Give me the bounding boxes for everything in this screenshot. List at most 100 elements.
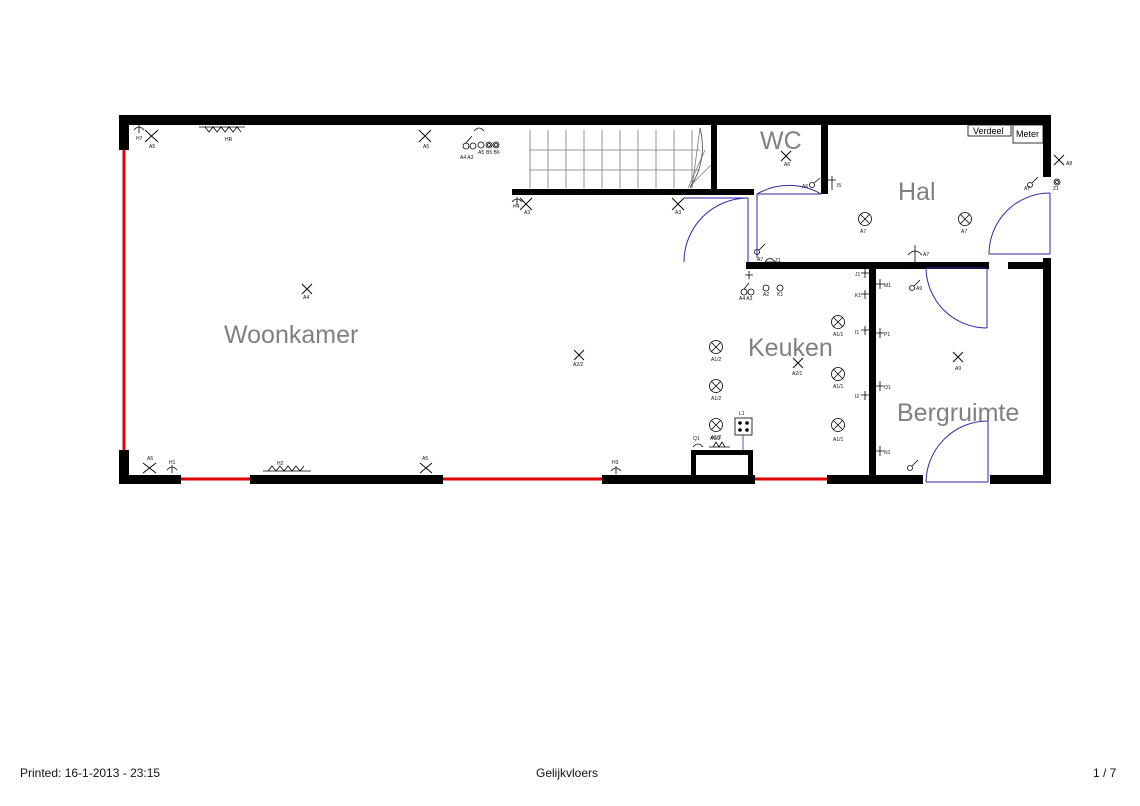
symbol-code: B5 B6	[486, 150, 500, 156]
radiator-icon	[199, 126, 245, 133]
symbol-code: A1/1	[833, 437, 844, 443]
bell-icon	[764, 258, 776, 263]
lamp-icon	[858, 212, 872, 226]
ceiling-light-icon	[952, 351, 964, 363]
symbol-code: A1/1	[833, 332, 844, 338]
symbol-code: O1	[884, 385, 891, 391]
lamp-icon	[831, 315, 845, 329]
lamp-icon	[709, 340, 723, 354]
door-front-swing	[988, 192, 1051, 255]
counter-left	[691, 450, 696, 480]
symbol-code: A7	[923, 252, 929, 258]
ceiling-light-icon	[792, 357, 804, 369]
ceiling-light-icon	[418, 129, 432, 143]
footer-sheet-title: Gelijkvloers	[536, 766, 599, 780]
symbol-code: A4 A3	[739, 296, 753, 302]
meter-label: Meter	[1016, 129, 1039, 139]
meter-box: Meter	[1012, 124, 1044, 144]
symbol-code: Q1	[693, 436, 700, 442]
room-label-bergruimte: Bergruimte	[897, 399, 1019, 427]
symbol-code: J1	[855, 272, 861, 278]
symbol-code: K1	[855, 293, 861, 299]
kitchen-outlet-icon	[692, 441, 730, 448]
wall-bottom-3	[602, 475, 755, 484]
symbol-code: A1/2	[711, 435, 722, 441]
doors	[683, 184, 1051, 483]
outlets-and-switches	[133, 125, 1061, 474]
symbol-code: A2	[763, 292, 769, 298]
wall-left-lower	[119, 450, 129, 484]
wall-bottom-2	[250, 475, 443, 484]
symbol-code: A3	[524, 210, 530, 216]
symbol-code: A1/2	[711, 357, 722, 363]
wall-keuken-berg	[869, 262, 876, 484]
symbol-code: A5	[147, 456, 153, 462]
switch-cluster-icon	[740, 271, 784, 296]
stove-label: L1	[739, 411, 745, 417]
symbol-code: M1	[884, 283, 891, 289]
symbol-code: A9	[916, 286, 922, 292]
wall-hal-keuken	[746, 262, 989, 269]
outlet-icon	[876, 328, 884, 338]
room-label-hal: Hal	[898, 178, 936, 206]
symbol-code: A2/2	[573, 362, 584, 368]
switch-icon	[809, 182, 815, 188]
wall-hal-right	[1008, 262, 1051, 269]
ceiling-light-icon	[144, 129, 159, 143]
symbol-code: A4	[303, 295, 309, 301]
symbol-code: A7	[1024, 186, 1030, 192]
outlet-icon	[828, 176, 836, 190]
switch-icon	[907, 465, 913, 471]
wall-stair-wc	[711, 120, 717, 192]
door-berg-ext-swing	[925, 420, 989, 483]
symbol-code: A5	[478, 150, 484, 156]
symbol-code: A2/1	[792, 371, 803, 377]
symbol-code: HR	[225, 137, 233, 143]
lamp-icon	[709, 418, 723, 432]
lamp-icon	[709, 379, 723, 393]
symbol-code: A9	[955, 366, 961, 372]
symbol-code: H3	[612, 460, 619, 466]
symbol-code: H2	[277, 461, 284, 467]
outlet-icon	[166, 465, 178, 473]
ceiling-light-icon	[1053, 154, 1065, 166]
counter-right	[748, 450, 753, 480]
outlet-icon	[133, 125, 145, 133]
outlet-icon	[876, 446, 884, 456]
symbol-code: P1	[884, 332, 890, 338]
symbol-code: A7	[860, 229, 866, 235]
symbol-code: Z1	[775, 258, 781, 264]
wall-bottom-1	[119, 475, 181, 484]
walls	[119, 115, 1051, 484]
staircase	[529, 127, 712, 189]
lamp-icon	[958, 212, 972, 226]
symbol-code: A8	[1066, 161, 1072, 167]
ceiling-light-icon	[301, 283, 313, 295]
symbol-code: N1	[884, 450, 891, 456]
stove-symbol: L1	[734, 411, 753, 450]
outlet-icon	[907, 245, 923, 262]
switch-icon	[909, 285, 915, 291]
symbol-code: H1	[169, 460, 176, 466]
outlet-icon	[876, 381, 884, 391]
ceiling-light-icon	[780, 150, 792, 162]
wall-right-lower	[1043, 258, 1051, 484]
symbol-code: H7	[136, 136, 143, 142]
symbol-labels: H7 A5 HR A5 A4 A3 A5 B5 B6 H4 A3 A3 A6 A…	[136, 136, 1072, 467]
radiator-icon	[263, 465, 311, 472]
ceiling-light-icon	[419, 462, 433, 474]
verdeel-label: Verdeel	[973, 126, 1004, 136]
symbol-code: I5	[837, 183, 841, 189]
lamp-icon	[831, 367, 845, 381]
ceiling-light-icon	[142, 462, 157, 474]
symbol-code: A1/2	[711, 396, 722, 402]
outlet-icon	[861, 290, 869, 299]
ceiling-light-icon	[671, 197, 685, 211]
distribution-panel: Verdeel	[967, 124, 1012, 137]
outlet-icon	[610, 466, 622, 474]
symbol-code: I2	[855, 394, 859, 400]
outlet-icon	[511, 197, 523, 205]
symbol-code: K1	[777, 292, 783, 298]
outlet-icon	[861, 391, 869, 400]
switch-cluster-icon	[462, 127, 500, 150]
